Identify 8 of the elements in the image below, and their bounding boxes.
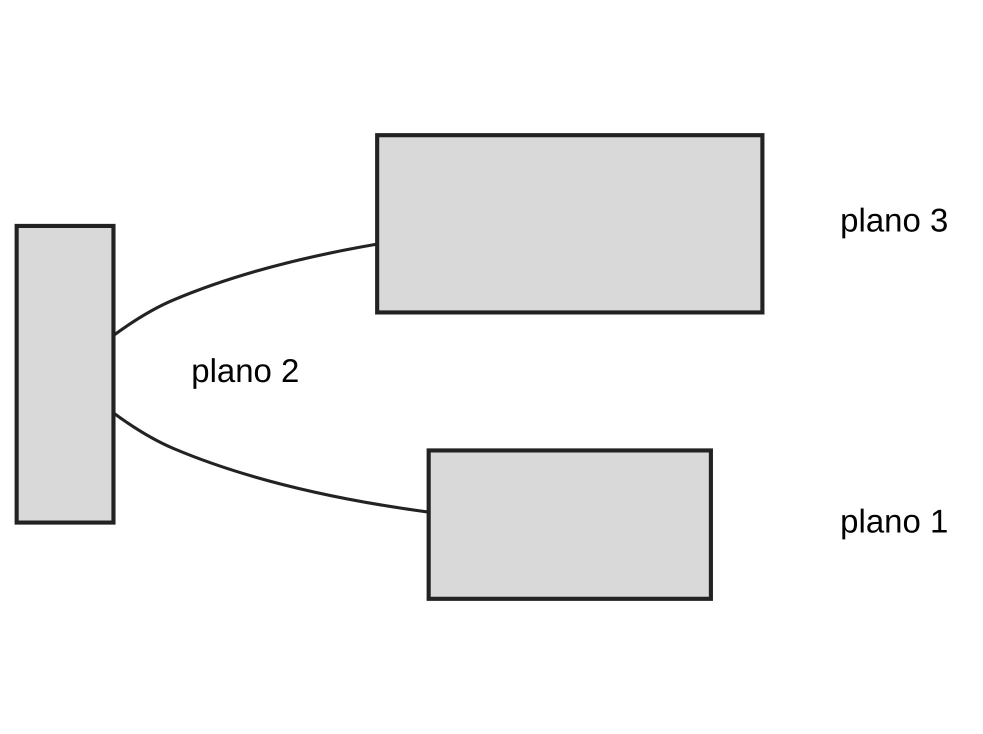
node-box bbox=[14, 224, 116, 525]
node-label: plano 3 bbox=[840, 202, 948, 239]
node-label: plano 2 bbox=[191, 352, 300, 390]
node-box bbox=[426, 448, 713, 601]
connector bbox=[112, 242, 377, 337]
connector bbox=[112, 412, 429, 514]
node-box bbox=[375, 133, 764, 314]
node-label: plano 1 bbox=[840, 502, 948, 540]
